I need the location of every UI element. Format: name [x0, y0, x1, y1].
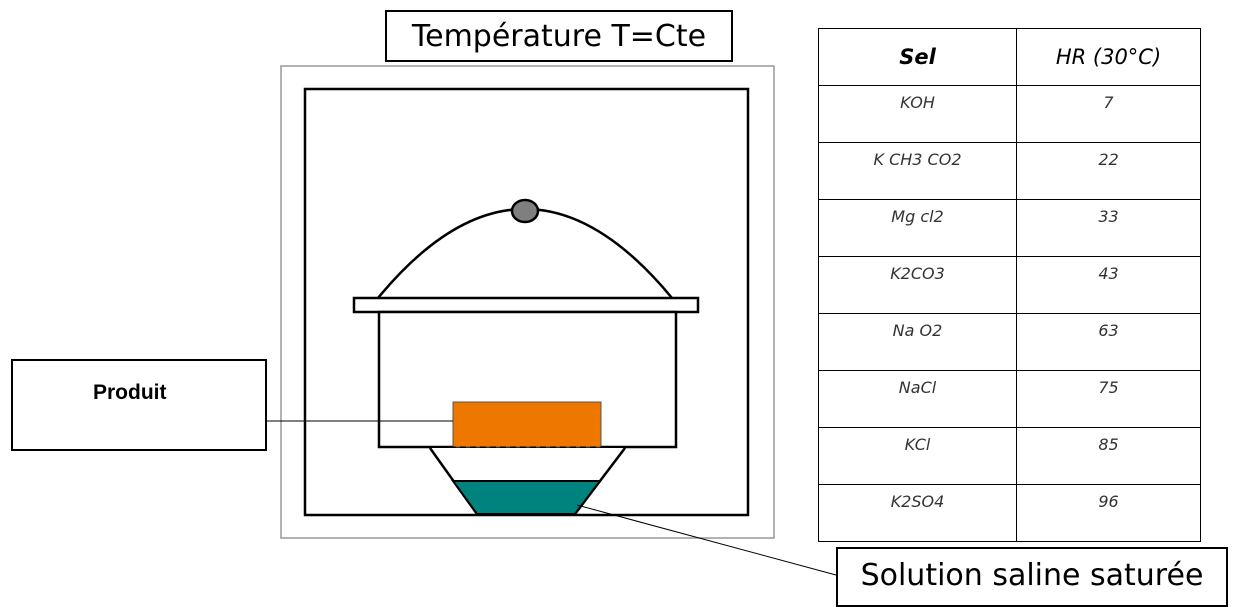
produit-label: Produit: [11, 359, 267, 451]
solution-label-text: Solution saline saturée: [860, 558, 1204, 593]
salt-name: Na O2: [818, 313, 1017, 371]
salt-name: K2SO4: [818, 484, 1017, 542]
table-header-hr: HR (30°C): [1016, 28, 1201, 86]
salt-name: KOH: [818, 85, 1017, 143]
solution-leader-line: [576, 504, 837, 576]
humidity-value: 33: [1016, 199, 1201, 257]
salt-name: K CH3 CO2: [818, 142, 1017, 200]
table-header-row: Sel HR (30°C): [818, 28, 1201, 86]
product-block: [452, 401, 602, 448]
table-row: KOH 7: [818, 85, 1201, 143]
table-row: KCl 85: [818, 427, 1201, 485]
salt-name: KCl: [818, 427, 1017, 485]
saline-solution: [451, 480, 603, 515]
humidity-value: 96: [1016, 484, 1201, 542]
humidity-value: 63: [1016, 313, 1201, 371]
table-row: K2SO4 96: [818, 484, 1201, 542]
salt-name: K2CO3: [818, 256, 1017, 314]
table-row: Na O2 63: [818, 313, 1201, 371]
table-row: NaCl 75: [818, 370, 1201, 428]
humidity-value: 43: [1016, 256, 1201, 314]
lid-rim: [352, 296, 700, 314]
table-header-sel: Sel: [818, 28, 1017, 86]
table-row: K2CO3 43: [818, 256, 1201, 314]
humidity-value: 22: [1016, 142, 1201, 200]
humidity-value: 7: [1016, 85, 1201, 143]
table-row: Mg cl2 33: [818, 199, 1201, 257]
table-row: K CH3 CO2 22: [818, 142, 1201, 200]
produit-label-text: Produit: [93, 381, 167, 404]
temperature-title: Température T=Cte: [385, 10, 733, 62]
salt-name: Mg cl2: [818, 199, 1017, 257]
salt-name: NaCl: [818, 370, 1017, 428]
salt-humidity-table: Sel HR (30°C) KOH 7 K CH3 CO2 22 Mg cl2 …: [818, 28, 1201, 542]
lid-knob: [510, 198, 540, 224]
humidity-value: 75: [1016, 370, 1201, 428]
solution-label: Solution saline saturée: [836, 547, 1228, 607]
humidity-value: 85: [1016, 427, 1201, 485]
oven-outer-frame: [280, 65, 775, 539]
